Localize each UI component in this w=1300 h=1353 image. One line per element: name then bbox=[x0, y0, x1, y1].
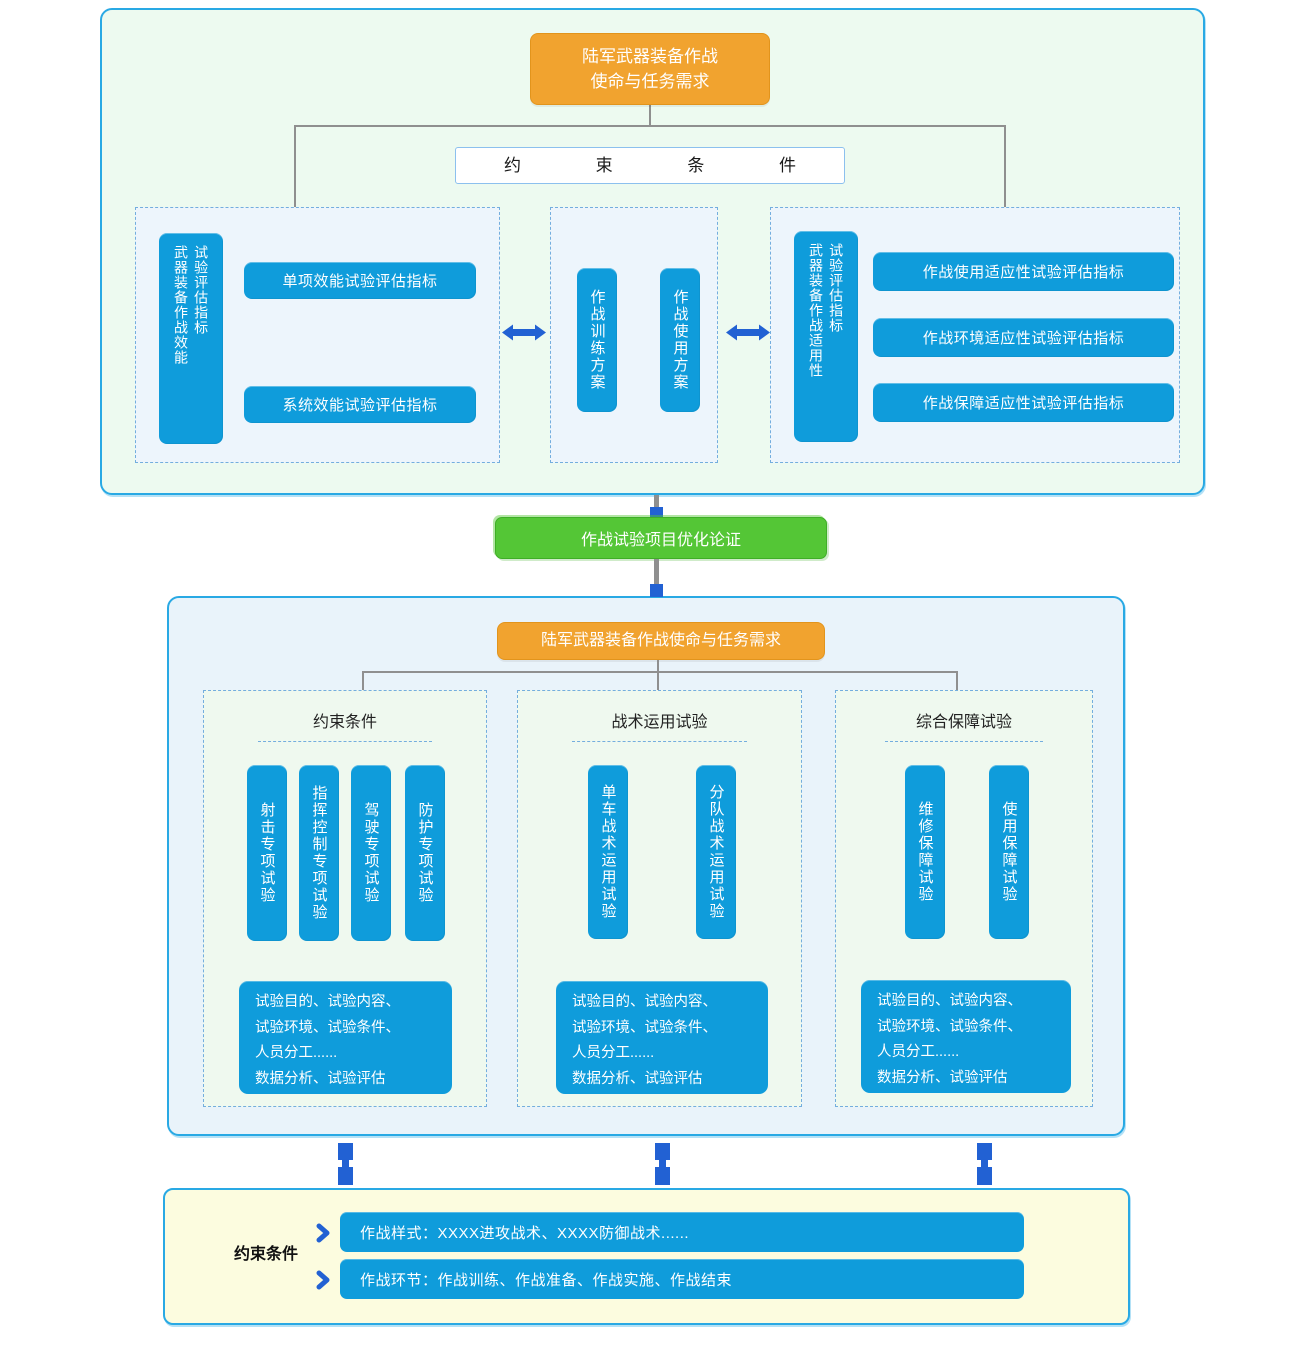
test-bar: 驾驶专项试验 bbox=[351, 765, 391, 941]
test-bar-label: 分队战术运用试验 bbox=[707, 784, 725, 920]
info-line: 数据分析、试验评估 bbox=[877, 1069, 1008, 1086]
suitability-panel: 武器装备作战适用性 试验评估指标 作战使用适应性试验评估指标 作战环境适应性试验… bbox=[770, 207, 1180, 463]
info-line: 人员分工...... bbox=[255, 1045, 338, 1061]
connector-ibeam bbox=[338, 1143, 353, 1185]
connector-bar bbox=[654, 495, 659, 518]
info-line: 试验环境、试验条件、 bbox=[255, 1019, 400, 1036]
side-label-col1: 武器装备作战适用性 bbox=[808, 243, 824, 378]
test-bar: 指挥控制专项试验 bbox=[299, 765, 339, 941]
group-title: 综合保障试验 bbox=[915, 714, 1012, 731]
test-bar-label: 指挥控制专项试验 bbox=[310, 785, 328, 921]
plan-bar-training: 作战训练方案 bbox=[577, 268, 617, 412]
suitability-pill-1: 作战使用适应性试验评估指标 bbox=[873, 252, 1174, 291]
connector-line bbox=[649, 105, 651, 126]
test-bar: 防护专项试验 bbox=[405, 765, 445, 941]
connector-line bbox=[956, 671, 958, 690]
side-label-col1: 武器装备作战效能 bbox=[173, 245, 189, 365]
connector-segment bbox=[338, 1143, 353, 1160]
test-bar: 射击专项试验 bbox=[247, 765, 287, 941]
connector-line bbox=[294, 125, 296, 207]
mission-title-line1: 陆军武器装备作战 bbox=[582, 46, 718, 66]
group-title: 战术运用试验 bbox=[611, 714, 708, 731]
connector-segment bbox=[338, 1167, 353, 1185]
test-bar: 单车战术运用试验 bbox=[588, 765, 628, 939]
effectiveness-side-label: 武器装备作战效能 试验评估指标 bbox=[159, 233, 223, 444]
info-line: 数据分析、试验评估 bbox=[572, 1070, 703, 1087]
constraint-conditions-box: 约束条件 bbox=[455, 147, 845, 184]
effectiveness-panel: 武器装备作战效能 试验评估指标 单项效能试验评估指标 系统效能试验评估指标 bbox=[135, 207, 500, 463]
connector-segment bbox=[655, 1143, 670, 1160]
test-bar-label: 驾驶专项试验 bbox=[362, 802, 380, 904]
chevron-right-icon bbox=[315, 1270, 331, 1290]
optimization-box: 作战试验项目优化论证 bbox=[495, 517, 827, 559]
info-line: 人员分工...... bbox=[877, 1044, 960, 1060]
bottom-constraints-label: 约束条件 bbox=[234, 1246, 299, 1263]
plan-bar-usage: 作战使用方案 bbox=[660, 268, 700, 412]
plan-bar-training-label: 作战训练方案 bbox=[588, 289, 606, 391]
info-line: 试验环境、试验条件、 bbox=[572, 1019, 717, 1036]
info-line: 试验目的、试验内容、 bbox=[255, 994, 400, 1010]
mission-title-line2: 使命与任务需求 bbox=[590, 72, 710, 91]
connector-segment bbox=[659, 1160, 666, 1167]
connector-segment bbox=[655, 1167, 670, 1185]
group-divider bbox=[571, 741, 748, 742]
group-divider bbox=[884, 741, 1044, 742]
test-bar-label: 维修保障试验 bbox=[916, 801, 934, 903]
group-constraints: 约束条件 射击专项试验 指挥控制专项试验 驾驶专项试验 防护专项试验 试验目的、… bbox=[203, 690, 487, 1107]
connector-segment bbox=[981, 1160, 988, 1167]
group-title: 约束条件 bbox=[312, 714, 377, 731]
test-bar: 使用保障试验 bbox=[989, 765, 1029, 939]
suitability-pill-3: 作战保障适应性试验评估指标 bbox=[873, 383, 1174, 422]
info-line: 试验目的、试验内容、 bbox=[572, 994, 717, 1010]
test-info-box: 试验目的、试验内容、 试验环境、试验条件、 人员分工...... 数据分析、试验… bbox=[556, 981, 768, 1094]
combat-style-bar: 作战样式：XXXX进攻战术、XXXX防御战术...... bbox=[340, 1212, 1024, 1252]
connector-line bbox=[657, 660, 659, 690]
mission-title-box-2: 陆军武器装备作战使命与任务需求 bbox=[497, 622, 825, 660]
test-bar-label: 防护专项试验 bbox=[416, 802, 434, 904]
mission-title-box: 陆军武器装备作战 使命与任务需求 bbox=[530, 33, 770, 105]
connector-segment bbox=[342, 1160, 349, 1167]
suitability-pill-2: 作战环境适应性试验评估指标 bbox=[873, 318, 1174, 357]
side-label-col2: 试验评估指标 bbox=[828, 243, 845, 333]
test-info-box: 试验目的、试验内容、 试验环境、试验条件、 人员分工...... 数据分析、试验… bbox=[861, 980, 1071, 1093]
connector-nub bbox=[650, 507, 663, 520]
group-tactical: 战术运用试验 单车战术运用试验 分队战术运用试验 试验目的、试验内容、 试验环境… bbox=[517, 690, 802, 1107]
info-line: 试验目的、试验内容、 bbox=[877, 993, 1022, 1009]
info-line: 试验环境、试验条件、 bbox=[877, 1018, 1022, 1035]
test-bar: 分队战术运用试验 bbox=[696, 765, 736, 939]
connector-segment bbox=[977, 1167, 992, 1185]
test-bar: 维修保障试验 bbox=[905, 765, 945, 939]
plan-bar-usage-label: 作战使用方案 bbox=[671, 289, 689, 391]
connector-line bbox=[1004, 125, 1006, 207]
chevron-right-icon bbox=[315, 1223, 331, 1243]
bottom-constraints-container: 约束条件 作战样式：XXXX进攻战术、XXXX防御战术...... 作战环节：作… bbox=[163, 1188, 1130, 1325]
test-info-box: 试验目的、试验内容、 试验环境、试验条件、 人员分工...... 数据分析、试验… bbox=[239, 981, 452, 1094]
test-bar-label: 单车战术运用试验 bbox=[599, 784, 617, 920]
info-line: 数据分析、试验评估 bbox=[255, 1070, 386, 1087]
test-bar-label: 射击专项试验 bbox=[258, 802, 276, 904]
combat-phase-bar: 作战环节：作战训练、作战准备、作战实施、作战结束 bbox=[340, 1259, 1024, 1299]
left-right-arrow-icon bbox=[726, 323, 770, 342]
info-line: 人员分工...... bbox=[572, 1045, 655, 1061]
left-right-arrow-icon bbox=[502, 323, 546, 342]
connector-ibeam bbox=[977, 1143, 992, 1185]
connector-line bbox=[362, 671, 958, 673]
connector-ibeam bbox=[655, 1143, 670, 1185]
connector-bar bbox=[654, 559, 659, 597]
suitability-side-label: 武器装备作战适用性 试验评估指标 bbox=[794, 231, 858, 442]
effectiveness-pill-1: 单项效能试验评估指标 bbox=[244, 262, 476, 299]
group-support: 综合保障试验 维修保障试验 使用保障试验 试验目的、试验内容、 试验环境、试验条… bbox=[835, 690, 1093, 1107]
plans-panel: 作战训练方案 作战使用方案 bbox=[550, 207, 718, 463]
side-label-col2: 试验评估指标 bbox=[193, 245, 210, 335]
connector-segment bbox=[977, 1143, 992, 1160]
connector-line bbox=[362, 671, 364, 690]
connector-nub bbox=[650, 584, 663, 597]
test-bar-label: 使用保障试验 bbox=[1000, 801, 1018, 903]
effectiveness-pill-2: 系统效能试验评估指标 bbox=[244, 386, 476, 423]
connector-line bbox=[294, 125, 1006, 127]
group-divider bbox=[257, 741, 433, 742]
